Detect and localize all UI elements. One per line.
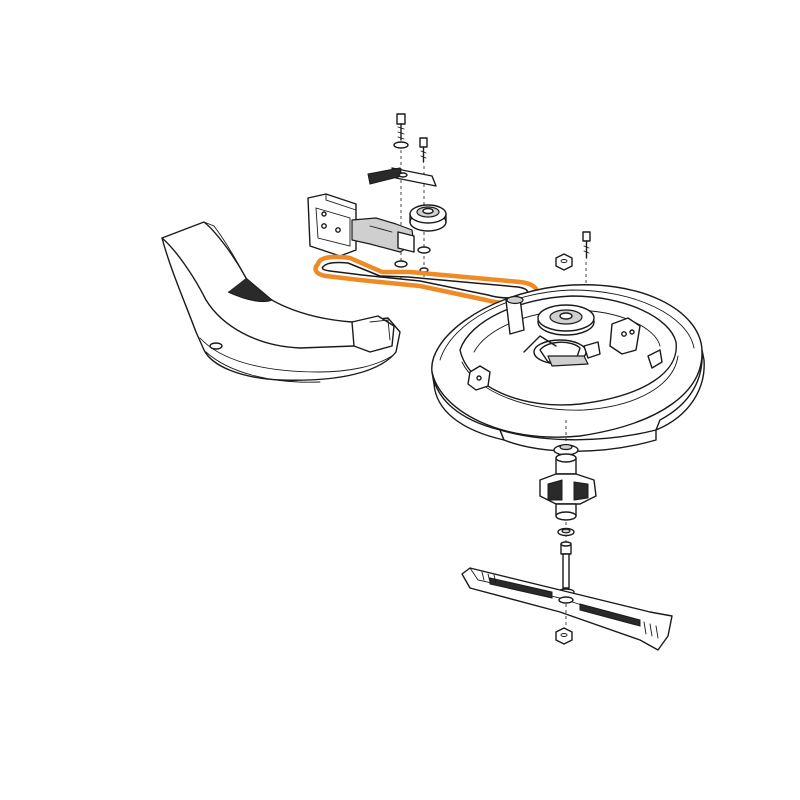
blade-spindle	[539, 443, 597, 537]
spacer-stack	[394, 246, 431, 273]
bolt-top	[393, 113, 409, 149]
drive-belt	[313, 254, 540, 306]
bolt-short	[419, 137, 428, 163]
idler-bracket	[307, 193, 357, 257]
stud-plate	[367, 167, 437, 187]
mower-deck	[431, 284, 705, 452]
spindle-shaft	[557, 541, 575, 596]
idler-pulley	[409, 204, 447, 232]
idler-arm	[351, 217, 415, 253]
belt-cover	[161, 221, 401, 383]
mower-blade	[461, 567, 673, 651]
blade-nut	[555, 627, 573, 645]
deck-bolt	[555, 231, 591, 271]
